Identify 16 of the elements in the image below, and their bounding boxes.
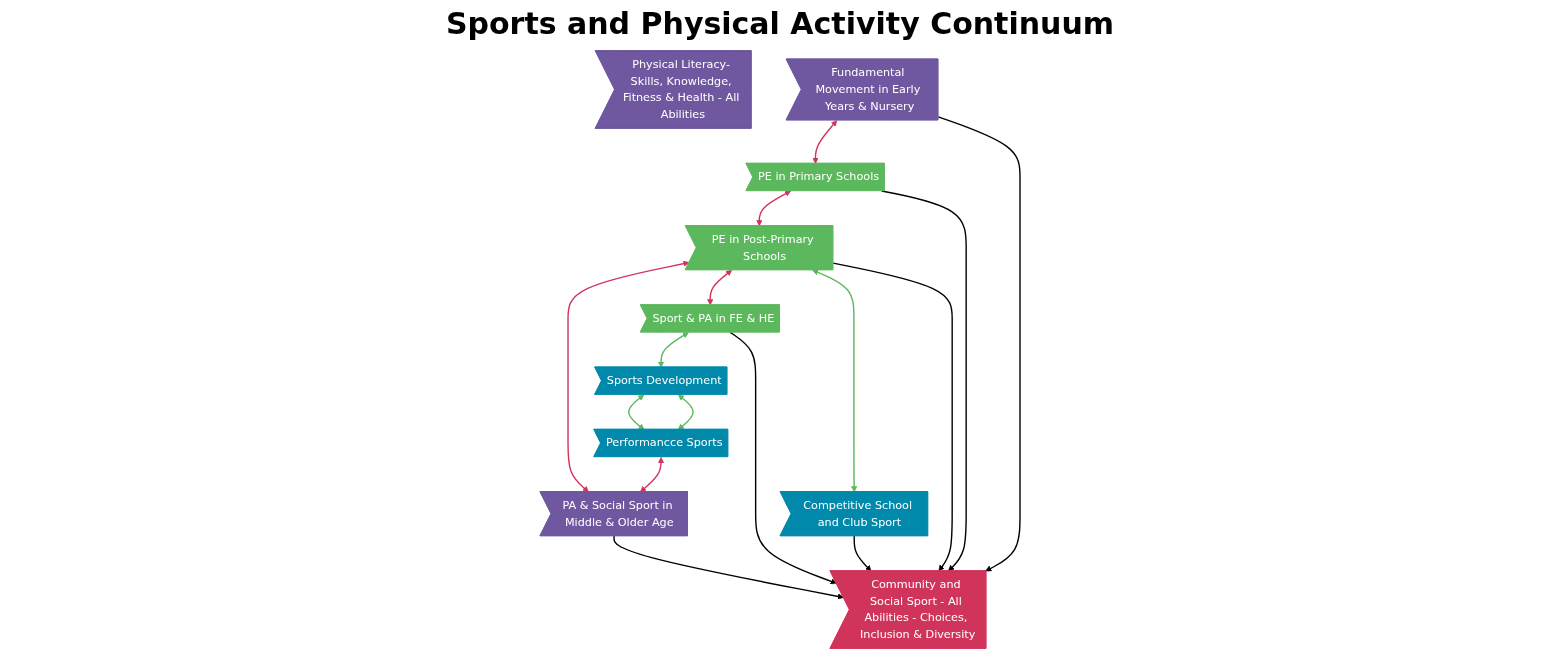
arrow [812,269,858,493]
arrow [567,260,690,493]
arrow [657,332,689,368]
arrow [881,190,967,572]
arrow [628,394,645,430]
arrow [613,535,844,600]
arrow [853,535,872,572]
arrow [640,456,665,493]
arrow [756,190,791,227]
arrow [677,394,694,430]
arrow [832,262,953,572]
arrow [937,116,1021,572]
title: Sports and Physical Activity Continuum [445,6,1115,41]
arrow [812,120,838,164]
arrow [707,269,733,306]
arrow [729,331,837,585]
